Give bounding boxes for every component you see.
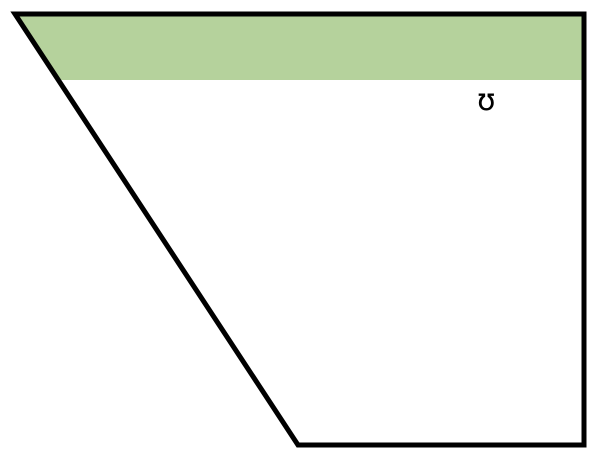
upsilon-label: ʊ: [477, 83, 496, 118]
top-green-band: [15, 14, 584, 80]
trapezoid-outline: [10, 11, 587, 448]
